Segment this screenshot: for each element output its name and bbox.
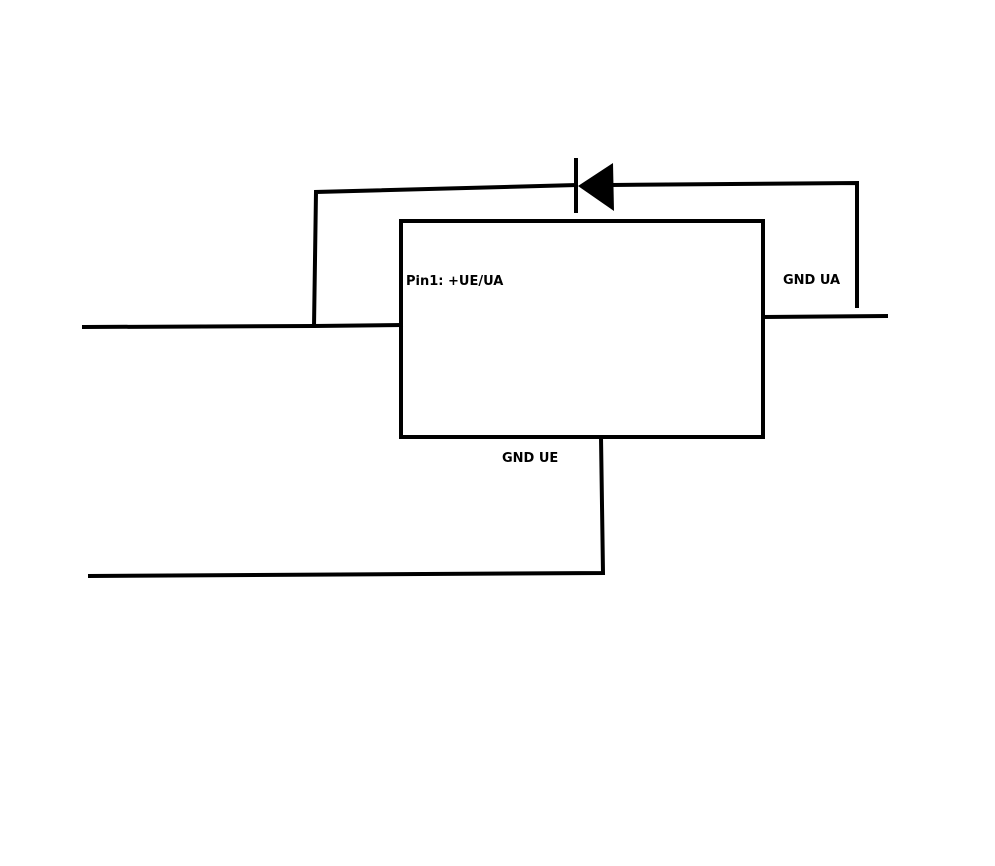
component-box [399,219,765,439]
input-wire [81,322,404,330]
diode-icon [574,158,614,213]
diode-triangle [578,163,614,211]
pin1-label: Pin1: +UE/UA [406,274,503,289]
gnd-ue-label: GND UE [502,451,558,466]
ground-wire [87,436,606,578]
feedback-wire-right [611,180,859,308]
feedback-wire-left [312,183,578,328]
output-wire [762,314,889,319]
gnd-ua-label: GND UA [783,273,840,288]
